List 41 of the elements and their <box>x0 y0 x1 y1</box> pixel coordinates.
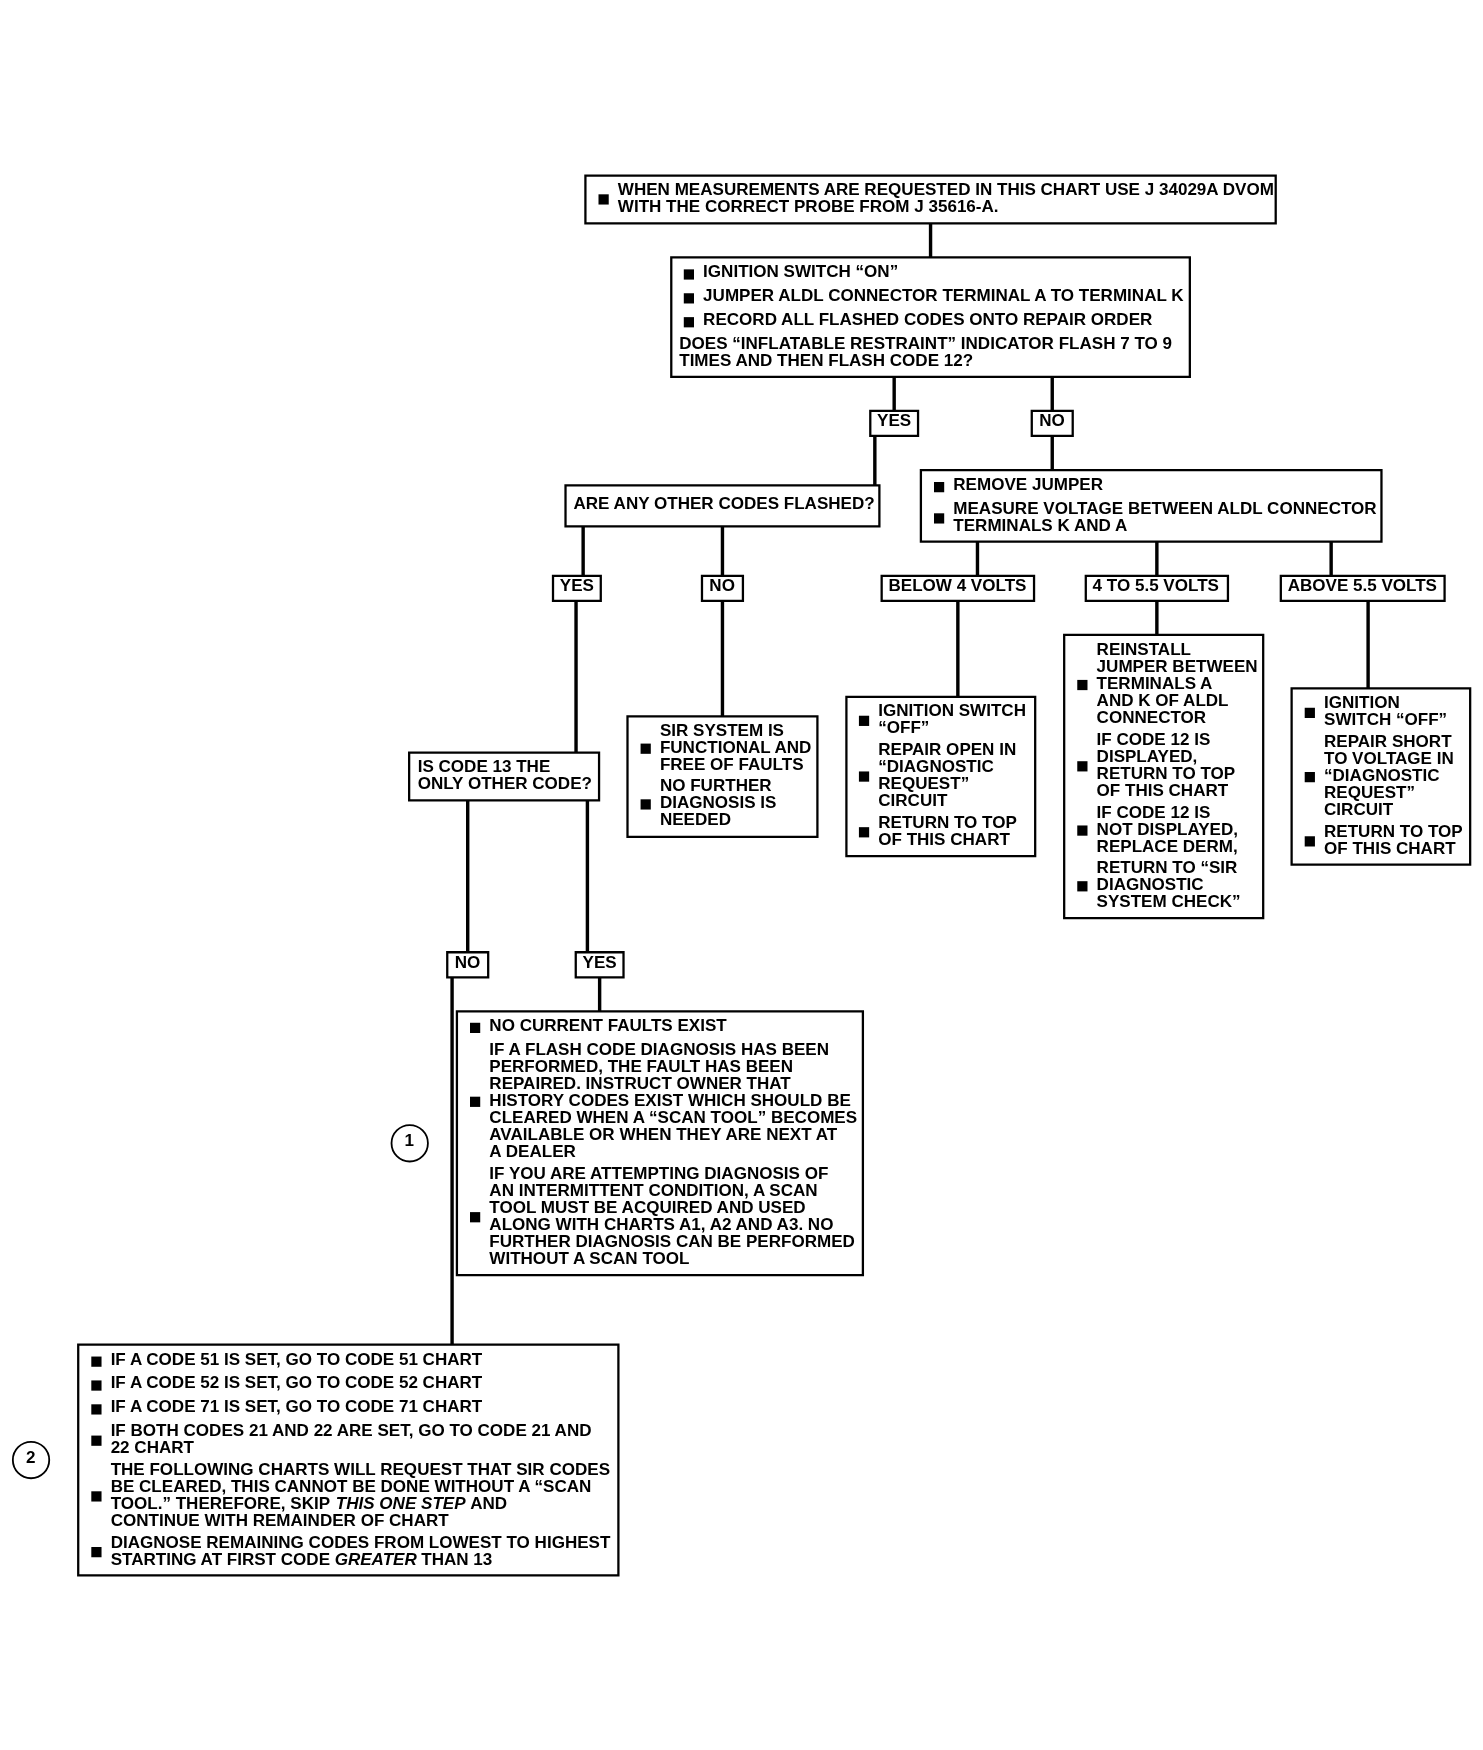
connector <box>928 223 933 257</box>
connector <box>585 800 590 952</box>
node-box: NO <box>1030 409 1074 437</box>
connector <box>450 977 454 1344</box>
connector <box>1329 541 1333 576</box>
node-box: IS CODE 13 THE ONLY OTHER CODE? <box>408 751 601 802</box>
node-box: YES <box>574 950 625 978</box>
connector <box>1366 600 1370 688</box>
connector <box>873 435 877 485</box>
node-box: 4 TO 5.5 VOLTS <box>1084 574 1230 602</box>
connector <box>1155 541 1159 576</box>
node-box: IGNITION SWITCH “ON” JUMPER ALDL CONNECTOR TERMINAL A TO TERMINAL K RECORD ALL FLASHED CODES ONTO REPAIR ORDER DOES “INFLATABLE RESTRAINT” INDICATOR FLASH 7 TO 9 TIMES AND THEN FLASH CODE 12? <box>670 255 1191 378</box>
connector <box>1050 435 1054 470</box>
node-box: WHEN MEASUREMENTS ARE REQUESTED IN THIS CHART USE J 34029A DVOM WITH THE CORRECT PROBE FROM J 35616-A. <box>584 173 1277 224</box>
connector <box>720 526 725 576</box>
connector <box>975 541 980 576</box>
connector <box>956 600 960 697</box>
node-box: IGNITION SWITCH “OFF” REPAIR OPEN IN “DIAGNOSTIC REQUEST” CIRCUIT RETURN TO TOP OF THIS CHART <box>845 695 1037 857</box>
node-box: IGNITION SWITCH “OFF” REPAIR SHORT TO VOLTAGE IN “DIAGNOSTIC REQUEST” CIRCUIT RETURN TO TOP OF THIS CHART <box>1290 686 1472 866</box>
connector <box>574 600 578 753</box>
node-box: ABOVE 5.5 VOLTS <box>1279 574 1446 602</box>
connector <box>597 977 602 1011</box>
node-box: IF A CODE 51 IS SET, GO TO CODE 51 CHART IF A CODE 52 IS SET, GO TO CODE 52 CHART IF A CODE 71 IS SET, GO TO CODE 71 CHART IF BOTH CODES 21 AND 22 ARE SET, GO TO CODE 21 AND 22 CHART THE FOLLOWING CHARTS WILL REQUEST THAT SIR CODES BE CLEARED, THIS CANNOT BE DONE WITHOUT A “SCAN TOOL.” THEREFORE, SKIP THIS ONE STEP AND CONTINUE WITH REMAINDER OF CHART DIAGNOSE REMAINING CODES FROM LOWEST TO HIGHEST STARTING AT FIRST CODE GREATER THAN 13 <box>77 1342 620 1577</box>
connector <box>1155 600 1159 635</box>
connector <box>892 376 896 411</box>
connector <box>1050 376 1054 411</box>
connector <box>466 800 470 952</box>
node-box: REINSTALL JUMPER BETWEEN TERMINALS A AND K OF ALDL CONNECTOR IF CODE 12 IS DISPLAYED, RETURN TO TOP OF THIS CHART IF CODE 12 IS NOT DISPLAYED, REPLACE DERM, RETURN TO “SIR DIAGNOSTIC SYSTEM CHECK” <box>1063 633 1265 919</box>
node-box: NO CURRENT FAULTS EXIST IF A FLASH CODE DIAGNOSIS HAS BEEN PERFORMED, THE FAULT HAS BEEN REPAIRED. INSTRUCT OWNER THAT HISTORY CODES EXIST WHICH SHOULD BE CLEARED WHEN A “SCAN TOOL” BECOMES AVAILABLE OR WHEN THEY ARE NEXT AT A DEALER IF YOU ARE ATTEMPTING DIAGNOSIS OF AN INTERMITTENT CONDITION, A SCAN TOOL MUST BE ACQUIRED AND USED ALONG WITH CHARTS A1, A2 AND A3. NO FURTHER DIAGNOSIS CAN BE PERFORMED WITHOUT A SCAN TOOL <box>455 1009 865 1276</box>
node-circle: 2 <box>11 1440 51 1479</box>
node-box: REMOVE JUMPER MEASURE VOLTAGE BETWEEN ALDL CONNECTOR TERMINALS K AND A <box>919 468 1383 543</box>
node-box: BELOW 4 VOLTS <box>880 574 1036 602</box>
node-box: YES <box>551 574 602 602</box>
connector <box>581 526 585 576</box>
node-box: YES <box>869 409 920 437</box>
node-box: NO <box>700 574 745 602</box>
node-box: NO <box>446 950 490 978</box>
node-box: SIR SYSTEM IS FUNCTIONAL AND FREE OF FAULTS NO FURTHER DIAGNOSIS IS NEEDED <box>626 714 819 838</box>
connector <box>720 600 725 716</box>
node-circle: 1 <box>390 1123 429 1162</box>
node-box: ARE ANY OTHER CODES FLASHED? <box>564 483 881 527</box>
